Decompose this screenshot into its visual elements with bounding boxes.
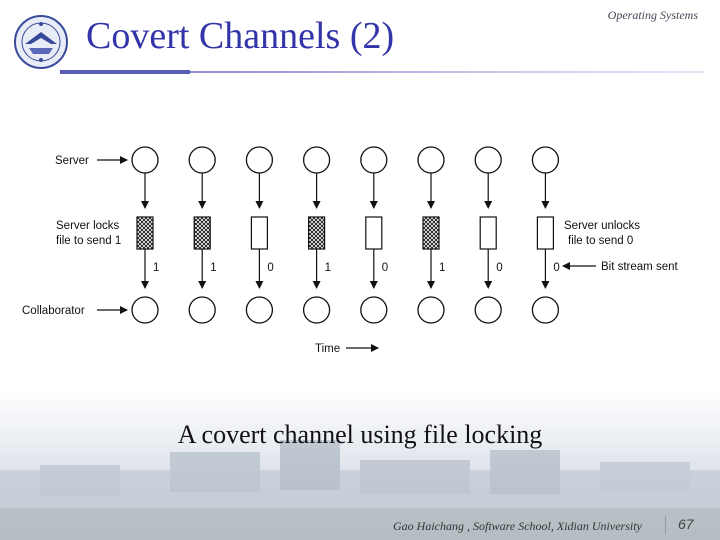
locked-file <box>136 216 154 250</box>
server-locks-label-line1: Server locks <box>56 220 120 232</box>
server-process-node <box>531 146 560 174</box>
unlocked-file <box>250 216 268 250</box>
page-number-divider <box>665 516 666 534</box>
server-label: Server <box>55 155 89 167</box>
collaborator-process-node <box>417 296 445 324</box>
collaborator-process-node <box>131 296 159 324</box>
bit-value: 0 <box>267 262 273 274</box>
bit-value: 1 <box>439 262 445 274</box>
unlocked-file <box>365 216 383 250</box>
bit-stream-label: Bit stream sent <box>601 261 678 273</box>
locked-file <box>308 216 326 250</box>
server-unlocks-label-line1: Server unlocks <box>564 220 640 232</box>
unlocked-file <box>536 216 555 250</box>
title-rule <box>190 71 704 73</box>
server-process-node <box>188 146 216 174</box>
bit-value: 1 <box>210 262 216 274</box>
time-label: Time <box>315 343 340 355</box>
figure-caption: A covert channel using file locking <box>177 420 543 449</box>
covert-channel-diagram: 1 1 0 1 0 1 0 0 Server Server locks file to sen… <box>22 146 678 355</box>
collaborator-process-node <box>245 296 274 324</box>
bit-value: 1 <box>153 262 159 274</box>
server-unlocks-label-line2: file to send 0 <box>568 235 633 247</box>
campus-background-image <box>0 440 720 540</box>
bit-value: 1 <box>325 262 331 274</box>
server-process-node <box>417 146 445 174</box>
collaborator-process-node <box>360 296 388 324</box>
collaborator-process-node <box>188 296 216 324</box>
server-process-node <box>302 146 331 174</box>
server-locks-label-line2: file to send 1 <box>56 235 121 247</box>
footer-credit: Gao Haichang , Software School, Xidian U… <box>393 519 642 533</box>
collaborator-process-node <box>302 296 331 324</box>
server-process-node <box>131 146 159 174</box>
bit-value: 0 <box>496 262 502 274</box>
locked-file <box>422 216 440 250</box>
slide-title: Covert Channels (2) <box>86 15 395 57</box>
page-number: 67 <box>678 516 694 532</box>
server-process-node <box>360 146 388 174</box>
university-seal-icon <box>14 15 68 69</box>
collaborator-process-node <box>531 296 560 324</box>
collaborator-process-node <box>474 296 502 324</box>
title-underline <box>60 70 190 74</box>
course-name: Operating Systems <box>607 8 698 22</box>
bit-value: 0 <box>553 262 559 274</box>
unlocked-file <box>479 216 497 250</box>
locked-file <box>193 216 211 250</box>
server-process-node <box>474 146 502 174</box>
bit-value: 0 <box>382 262 388 274</box>
collaborator-label: Collaborator <box>22 305 85 317</box>
server-process-node <box>245 146 274 174</box>
